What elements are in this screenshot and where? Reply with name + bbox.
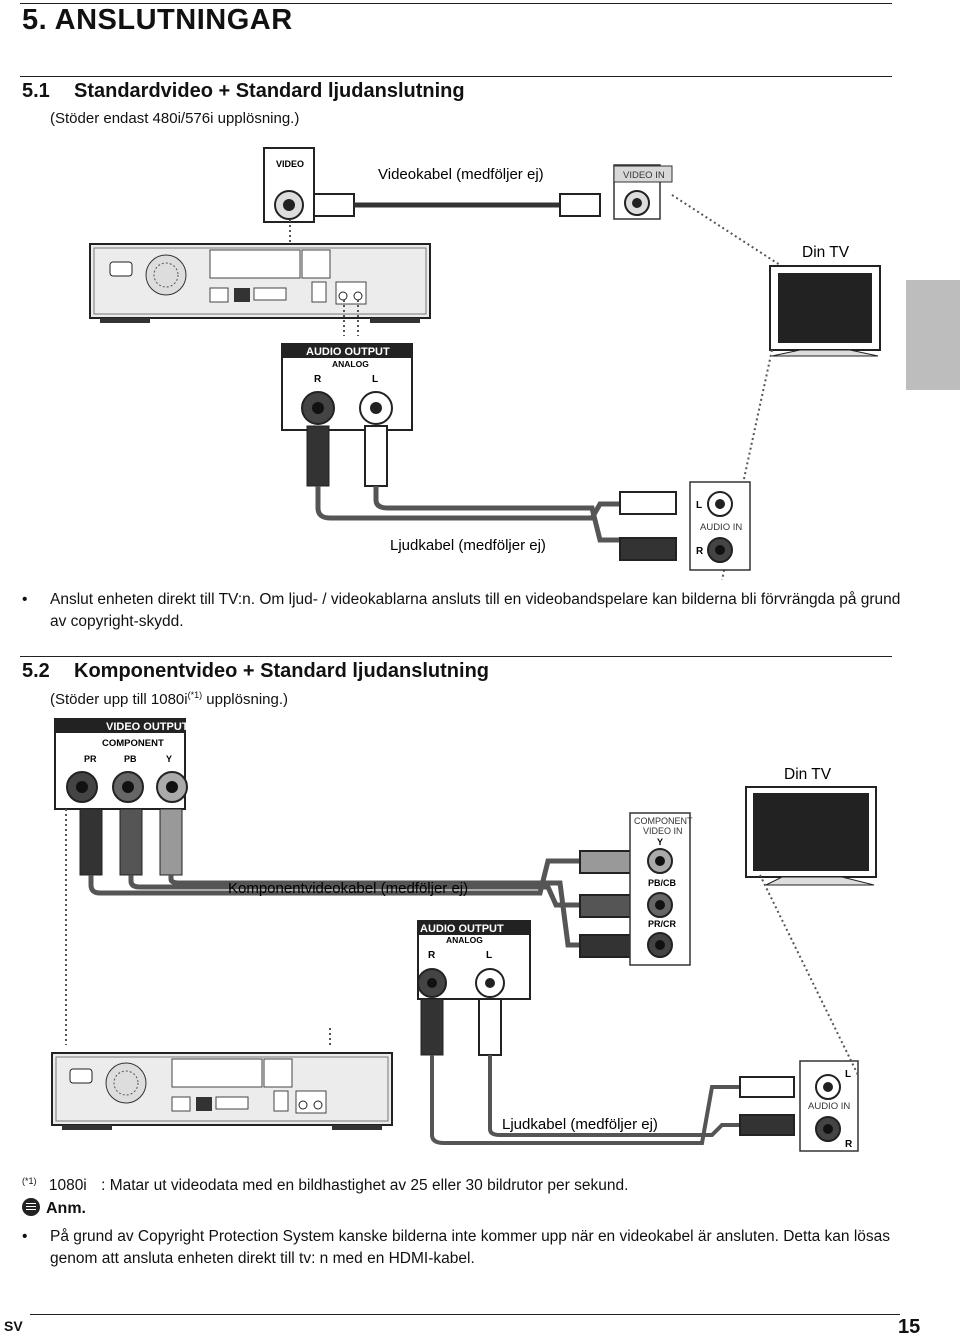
player-video-jack	[263, 147, 315, 223]
tv-audio-l-label-2: L	[845, 1069, 851, 1080]
jack-y-label: Y	[166, 754, 172, 764]
dvd-player-rear-2	[51, 1052, 393, 1130]
tv-audio-r-label-1: R	[696, 546, 704, 557]
audio-output-title: AUDIO OUTPUT	[306, 346, 390, 358]
player-component-output	[54, 718, 188, 810]
tv-label-2: Din TV	[784, 766, 832, 783]
audio-cable-label-2: Ljudkabel (medföljer ej)	[502, 1116, 658, 1133]
chapter-title: 5. ANSLUTNINGAR	[22, 4, 293, 36]
tv-audio-l-label-1: L	[696, 500, 702, 511]
tv-video-in-label: VIDEO IN	[623, 170, 665, 181]
component-in-line2: VIDEO IN	[643, 826, 683, 836]
audio-cable-label-1: Ljudkabel (medföljer ej)	[390, 537, 546, 554]
video-cable	[313, 193, 601, 217]
tv-audio-in-1	[689, 481, 751, 571]
section-rule-1	[20, 76, 892, 77]
audio-l-label-2: L	[486, 950, 492, 961]
audio-cable-2	[430, 1055, 795, 1145]
tv-monitor-1	[769, 265, 881, 357]
player-audio-output-2	[417, 920, 531, 1000]
note-bullet-text: På grund av Copyright Protection System …	[50, 1228, 891, 1267]
audio-r-label: R	[314, 374, 322, 385]
section-heading-5-1: 5.1 Standardvideo + Standard ljudanslutni…	[22, 80, 465, 103]
tv-video-in-jack	[613, 164, 673, 220]
diagram-standard-connection: VIDEO Videokabel (medföljer ej) VIDEO IN	[89, 147, 881, 580]
section-number: 5.1	[22, 80, 50, 102]
footnote-text: : Matar ut videodata med en bildhastighe…	[101, 1177, 629, 1195]
tv-audio-in-label-2: AUDIO IN	[808, 1101, 850, 1112]
dvd-player-rear	[89, 243, 431, 323]
language-tag: SV	[4, 1318, 23, 1334]
component-in-y: Y	[657, 837, 663, 847]
section-title: Standardvideo + Standard ljudanslutning	[74, 80, 465, 102]
page-number: 15	[898, 1316, 921, 1338]
component-in-pr: PR/CR	[648, 919, 677, 929]
footnote-marker: (*1)	[22, 1176, 37, 1186]
jack-pb-label: PB	[124, 754, 137, 764]
section-subtitle: (Stöder endast 480i/576i upplösning.)	[50, 110, 300, 127]
component-in-line1: COMPONENT	[634, 816, 693, 826]
footnote-term: 1080i	[48, 1177, 87, 1195]
diagram-component-connection: VIDEO OUTPUT COMPONENT PR PB Y Komponent…	[51, 718, 877, 1152]
tv-label-1: Din TV	[802, 244, 850, 261]
section-title: Komponentvideo + Standard ljudanslutning	[74, 660, 490, 682]
audio-plugs-2	[420, 998, 502, 1056]
video-cable-label: Videokabel (medföljer ej)	[378, 166, 544, 183]
note-icon	[22, 1198, 40, 1216]
bullet-item: • Anslut enheten direkt till TV:n. Om lj…	[22, 589, 902, 633]
video-output-sub: COMPONENT	[102, 738, 164, 749]
footnote: (*1) 1080i : Matar ut videodata med en b…	[22, 1170, 922, 1197]
tv-component-in	[629, 812, 691, 966]
tv-audio-in-label-1: AUDIO IN	[700, 522, 742, 533]
video-output-title: VIDEO OUTPUT	[106, 721, 189, 733]
top-rule	[20, 3, 892, 4]
section-number: 5.2	[22, 660, 50, 682]
audio-output-sub: ANALOG	[332, 359, 369, 369]
section-heading-5-2: 5.2 Komponentvideo + Standard ljudanslutn…	[22, 660, 489, 683]
audio-output-sub-2: ANALOG	[446, 935, 483, 945]
audio-output-title-2: AUDIO OUTPUT	[420, 923, 504, 935]
tv-audio-r-label-2: R	[845, 1139, 853, 1150]
note-heading: Anm.	[22, 1198, 86, 1218]
video-jack-label: VIDEO	[276, 159, 304, 169]
note-bullet: • På grund av Copyright Protection Syste…	[22, 1226, 902, 1270]
tv-audio-in-2	[799, 1060, 859, 1152]
audio-cable-1	[306, 425, 677, 561]
footnote-ref: (*1)	[187, 690, 203, 700]
tv-monitor-2	[745, 786, 877, 886]
player-audio-output	[281, 343, 413, 431]
component-in-pb: PB/CB	[648, 878, 677, 888]
audio-r-label-2: R	[428, 950, 436, 961]
chapter-tab-marker	[906, 280, 960, 390]
bullet-text: Anslut enheten direkt till TV:n. Om ljud…	[50, 591, 901, 630]
audio-l-label: L	[372, 374, 378, 385]
jack-pr-label: PR	[84, 754, 97, 764]
component-cable-label: Komponentvideokabel (medföljer ej)	[228, 880, 468, 897]
section-rule-2	[20, 656, 892, 657]
footer-rule	[30, 1314, 900, 1315]
section-subtitle-2: (Stöder upp till 1080i(*1) upplösning.)	[50, 690, 289, 708]
